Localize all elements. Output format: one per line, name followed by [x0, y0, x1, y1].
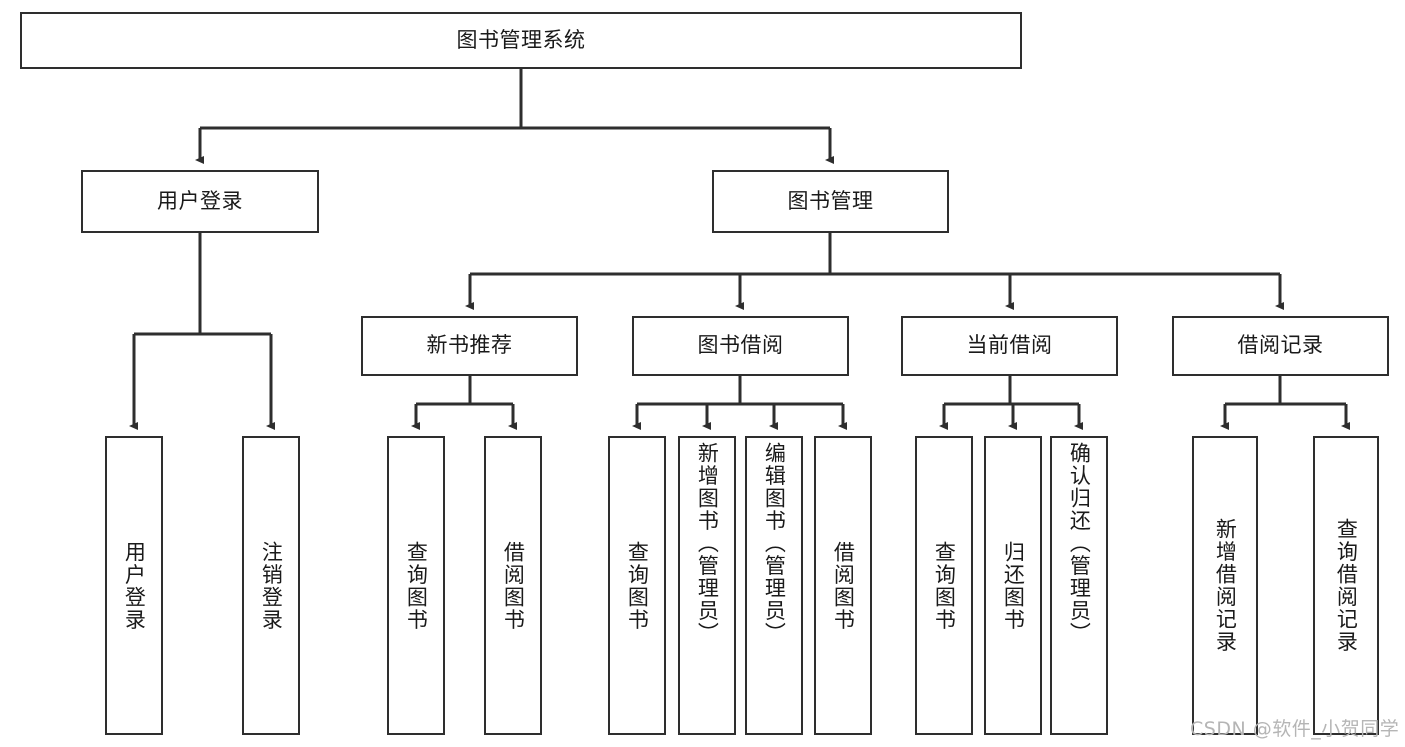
leaf-add-book-admin[interactable]: 新增图书（管理员） — [678, 436, 736, 735]
leaf-user-login[interactable]: 用户登录 — [105, 436, 163, 735]
leaf-borrow-book[interactable]: 借阅图书 — [814, 436, 872, 735]
leaf-return-book-label: 归还图书 — [1001, 540, 1026, 631]
leaf-query-borrow-record[interactable]: 查询借阅记录 — [1313, 436, 1379, 735]
leaf-query-book-current-label: 查询图书 — [932, 540, 957, 631]
leaf-logout[interactable]: 注销登录 — [242, 436, 300, 735]
leaf-add-book-admin-label: 新增图书（管理员） — [695, 442, 720, 645]
leaf-query-borrow-record-label: 查询借阅记录 — [1334, 518, 1359, 653]
node-new-book-recommend-label: 新书推荐 — [426, 333, 513, 358]
leaf-query-book-recommend[interactable]: 查询图书 — [387, 436, 445, 735]
leaf-query-book-borrow[interactable]: 查询图书 — [608, 436, 666, 735]
node-user-login-label: 用户登录 — [157, 188, 243, 213]
node-current-borrow-label: 当前借阅 — [966, 333, 1053, 358]
leaf-confirm-return-admin[interactable]: 确认归还（管理员） — [1050, 436, 1108, 735]
node-borrow-record-label: 借阅记录 — [1237, 333, 1324, 358]
leaf-borrow-book-label: 借阅图书 — [831, 540, 856, 631]
node-book-management[interactable]: 图书管理 — [712, 170, 949, 233]
leaf-logout-label: 注销登录 — [259, 540, 284, 631]
leaf-query-book-current[interactable]: 查询图书 — [915, 436, 973, 735]
leaf-confirm-return-admin-label: 确认归还（管理员） — [1067, 442, 1092, 645]
node-book-borrow-label: 图书借阅 — [697, 333, 784, 358]
node-root[interactable]: 图书管理系统 — [20, 12, 1022, 69]
node-root-label: 图书管理系统 — [456, 27, 586, 52]
node-borrow-record[interactable]: 借阅记录 — [1172, 316, 1389, 376]
leaf-return-book[interactable]: 归还图书 — [984, 436, 1042, 735]
leaf-query-book-borrow-label: 查询图书 — [625, 540, 650, 631]
leaf-edit-book-admin-label: 编辑图书（管理员） — [762, 442, 787, 645]
node-new-book-recommend[interactable]: 新书推荐 — [361, 316, 578, 376]
leaf-edit-book-admin[interactable]: 编辑图书（管理员） — [745, 436, 803, 735]
csdn-watermark: CSDN @软件_小贺同学 — [1190, 718, 1400, 740]
leaf-add-borrow-record-label: 新增借阅记录 — [1213, 518, 1238, 653]
leaf-borrow-book-recommend[interactable]: 借阅图书 — [484, 436, 542, 735]
node-book-management-label: 图书管理 — [787, 188, 874, 213]
node-book-borrow[interactable]: 图书借阅 — [632, 316, 849, 376]
leaf-add-borrow-record[interactable]: 新增借阅记录 — [1192, 436, 1258, 735]
node-user-login[interactable]: 用户登录 — [81, 170, 319, 233]
leaf-user-login-label: 用户登录 — [122, 540, 147, 631]
leaf-borrow-book-recommend-label: 借阅图书 — [501, 540, 526, 631]
leaf-query-book-recommend-label: 查询图书 — [404, 540, 429, 631]
node-current-borrow[interactable]: 当前借阅 — [901, 316, 1118, 376]
